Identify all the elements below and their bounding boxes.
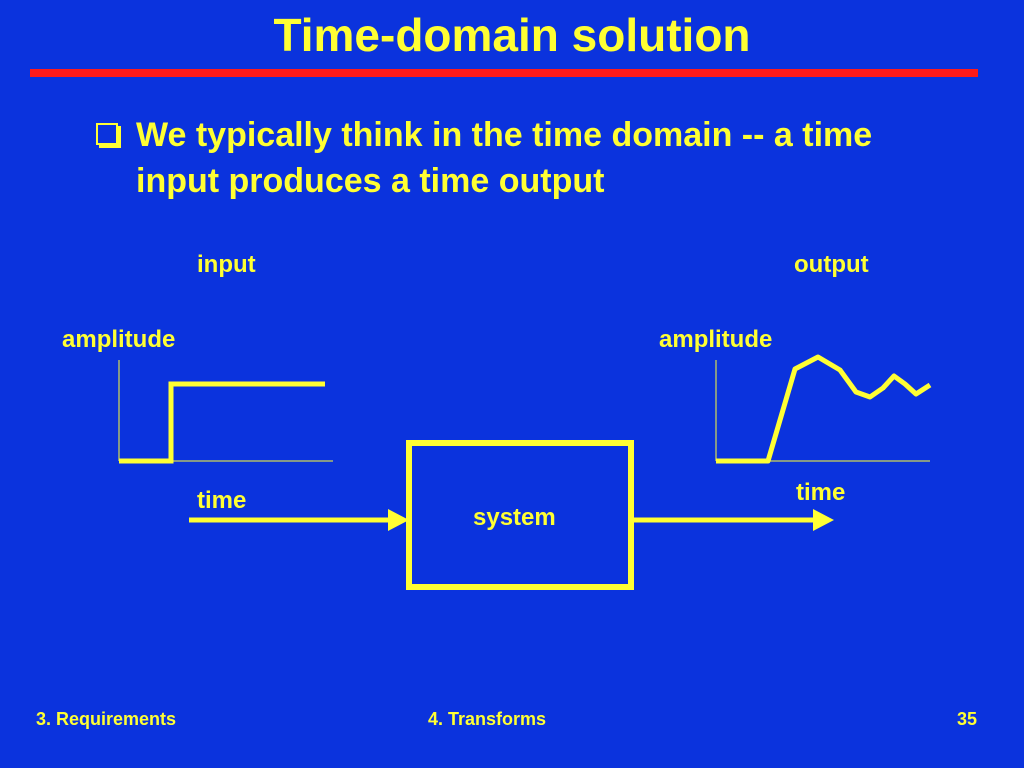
- input-y-axis-label: amplitude: [62, 326, 176, 353]
- bullet-item: We typically think in the time domain --…: [96, 112, 956, 204]
- output-graph-axes: [715, 360, 930, 462]
- slide-title: Time-domain solution: [273, 9, 751, 61]
- system-block: [406, 440, 634, 590]
- output-x-axis-label: time: [796, 479, 846, 506]
- footer-left: 3. Requirements: [36, 709, 177, 729]
- checkbox-bullet-icon: [96, 123, 118, 145]
- title-divider: [30, 69, 978, 77]
- input-graph-axes: [118, 360, 333, 462]
- page-number: 35: [957, 709, 978, 729]
- input-step-signal: [119, 381, 325, 464]
- footer-center: 4. Transforms: [428, 709, 547, 729]
- output-label: output: [794, 251, 869, 278]
- system-label: system: [473, 504, 556, 531]
- output-response-signal: [716, 354, 932, 464]
- output-y-axis-label: amplitude: [659, 326, 773, 353]
- input-x-axis-label: time: [197, 487, 247, 514]
- input-arrow: [189, 509, 409, 531]
- bullet-text: We typically think in the time domain --…: [136, 116, 873, 200]
- output-arrow: [631, 509, 834, 531]
- input-label: input: [197, 251, 256, 278]
